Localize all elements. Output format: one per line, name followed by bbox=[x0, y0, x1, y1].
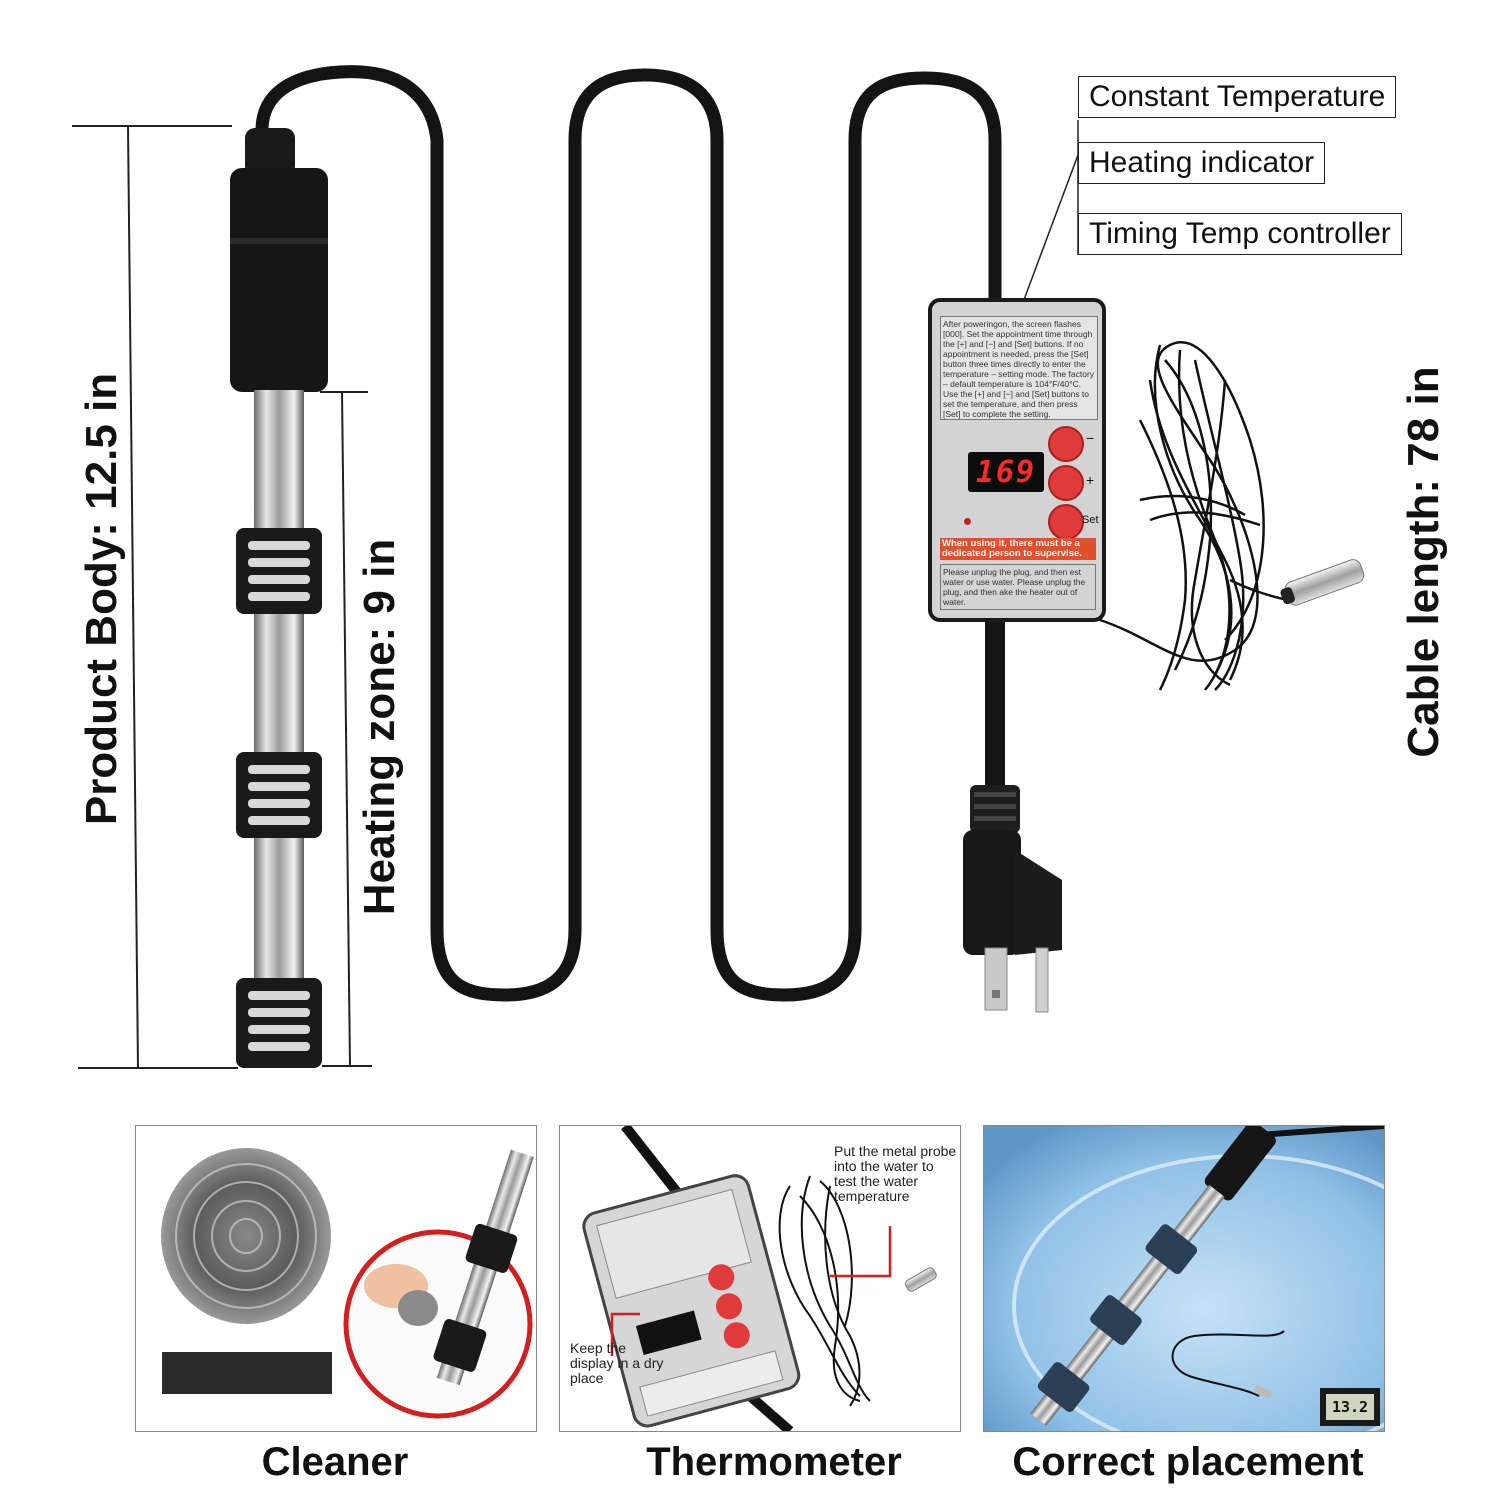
cable-length-label: Cable length: 78 in bbox=[1399, 366, 1448, 758]
callout-timing-temp-controller: Timing Temp controller bbox=[1078, 213, 1402, 255]
placement-heater bbox=[1030, 1126, 1276, 1426]
thermometer-panel: Put the metal probe into the water to te… bbox=[559, 1125, 961, 1432]
led-display: 169 bbox=[968, 452, 1044, 492]
heater-ring-2 bbox=[236, 752, 322, 838]
controller-warning: When using it, there must be a dedicated… bbox=[940, 538, 1096, 560]
sponge-pad bbox=[162, 1352, 332, 1394]
heater-rod bbox=[254, 390, 304, 1030]
temp-controller: After poweringon, the screen flashes [00… bbox=[928, 298, 1106, 622]
steel-wool bbox=[161, 1148, 331, 1324]
callout-leaders bbox=[1021, 120, 1079, 306]
placement-caption: Correct placement bbox=[1012, 1440, 1364, 1484]
plus-button-label: + bbox=[1086, 472, 1095, 488]
product-body-label: Product Body: 12.5 in bbox=[77, 372, 126, 826]
mini-heater bbox=[433, 1149, 534, 1386]
set-button-label: Set bbox=[1082, 514, 1099, 526]
thermometer-caption: Thermometer bbox=[646, 1440, 902, 1484]
callout-heating-indicator: Heating indicator bbox=[1078, 142, 1326, 184]
led-display-value: 169 bbox=[975, 454, 1037, 490]
set-button[interactable] bbox=[1048, 504, 1084, 540]
controller-note: Please unplug the plug, and then est wat… bbox=[940, 564, 1096, 610]
heater-handle bbox=[230, 168, 328, 392]
product-body-dimension bbox=[72, 125, 238, 1069]
cleaner-caption: Cleaner bbox=[261, 1440, 409, 1484]
lcd-thermometer-value: 13.2 bbox=[1331, 1398, 1369, 1416]
heater-ring-3 bbox=[236, 978, 322, 1068]
minus-button-label: − bbox=[1086, 430, 1095, 446]
cleaner-image bbox=[161, 1148, 534, 1419]
cleaner-panel bbox=[135, 1125, 537, 1432]
heater-cap-top bbox=[245, 128, 295, 176]
plus-button[interactable] bbox=[1048, 465, 1084, 501]
placement-image bbox=[984, 1126, 1384, 1431]
display-note: Keep the display in a dry place bbox=[570, 1340, 664, 1386]
probe-note: Put the metal probe into the water to te… bbox=[834, 1143, 957, 1204]
heating-indicator-led bbox=[964, 518, 971, 525]
temperature-probe bbox=[1280, 559, 1365, 606]
power-plug bbox=[963, 785, 1062, 1013]
heating-zone-label: Heating zone: 9 in bbox=[355, 538, 404, 916]
placement-panel: 13.2 bbox=[983, 1125, 1385, 1432]
callout-constant-temperature: Constant Temperature bbox=[1078, 76, 1397, 118]
scrubber bbox=[398, 1290, 438, 1326]
thermometer-image bbox=[582, 1126, 937, 1431]
product-illustration bbox=[72, 65, 1365, 1069]
power-cable bbox=[255, 65, 1002, 1002]
probe-wire bbox=[1099, 341, 1291, 691]
minus-button[interactable] bbox=[1048, 426, 1084, 462]
controller-instructions: After poweringon, the screen flashes [00… bbox=[940, 316, 1098, 420]
heater-ring-1 bbox=[236, 528, 322, 614]
heating-zone-dimension bbox=[320, 391, 372, 1067]
